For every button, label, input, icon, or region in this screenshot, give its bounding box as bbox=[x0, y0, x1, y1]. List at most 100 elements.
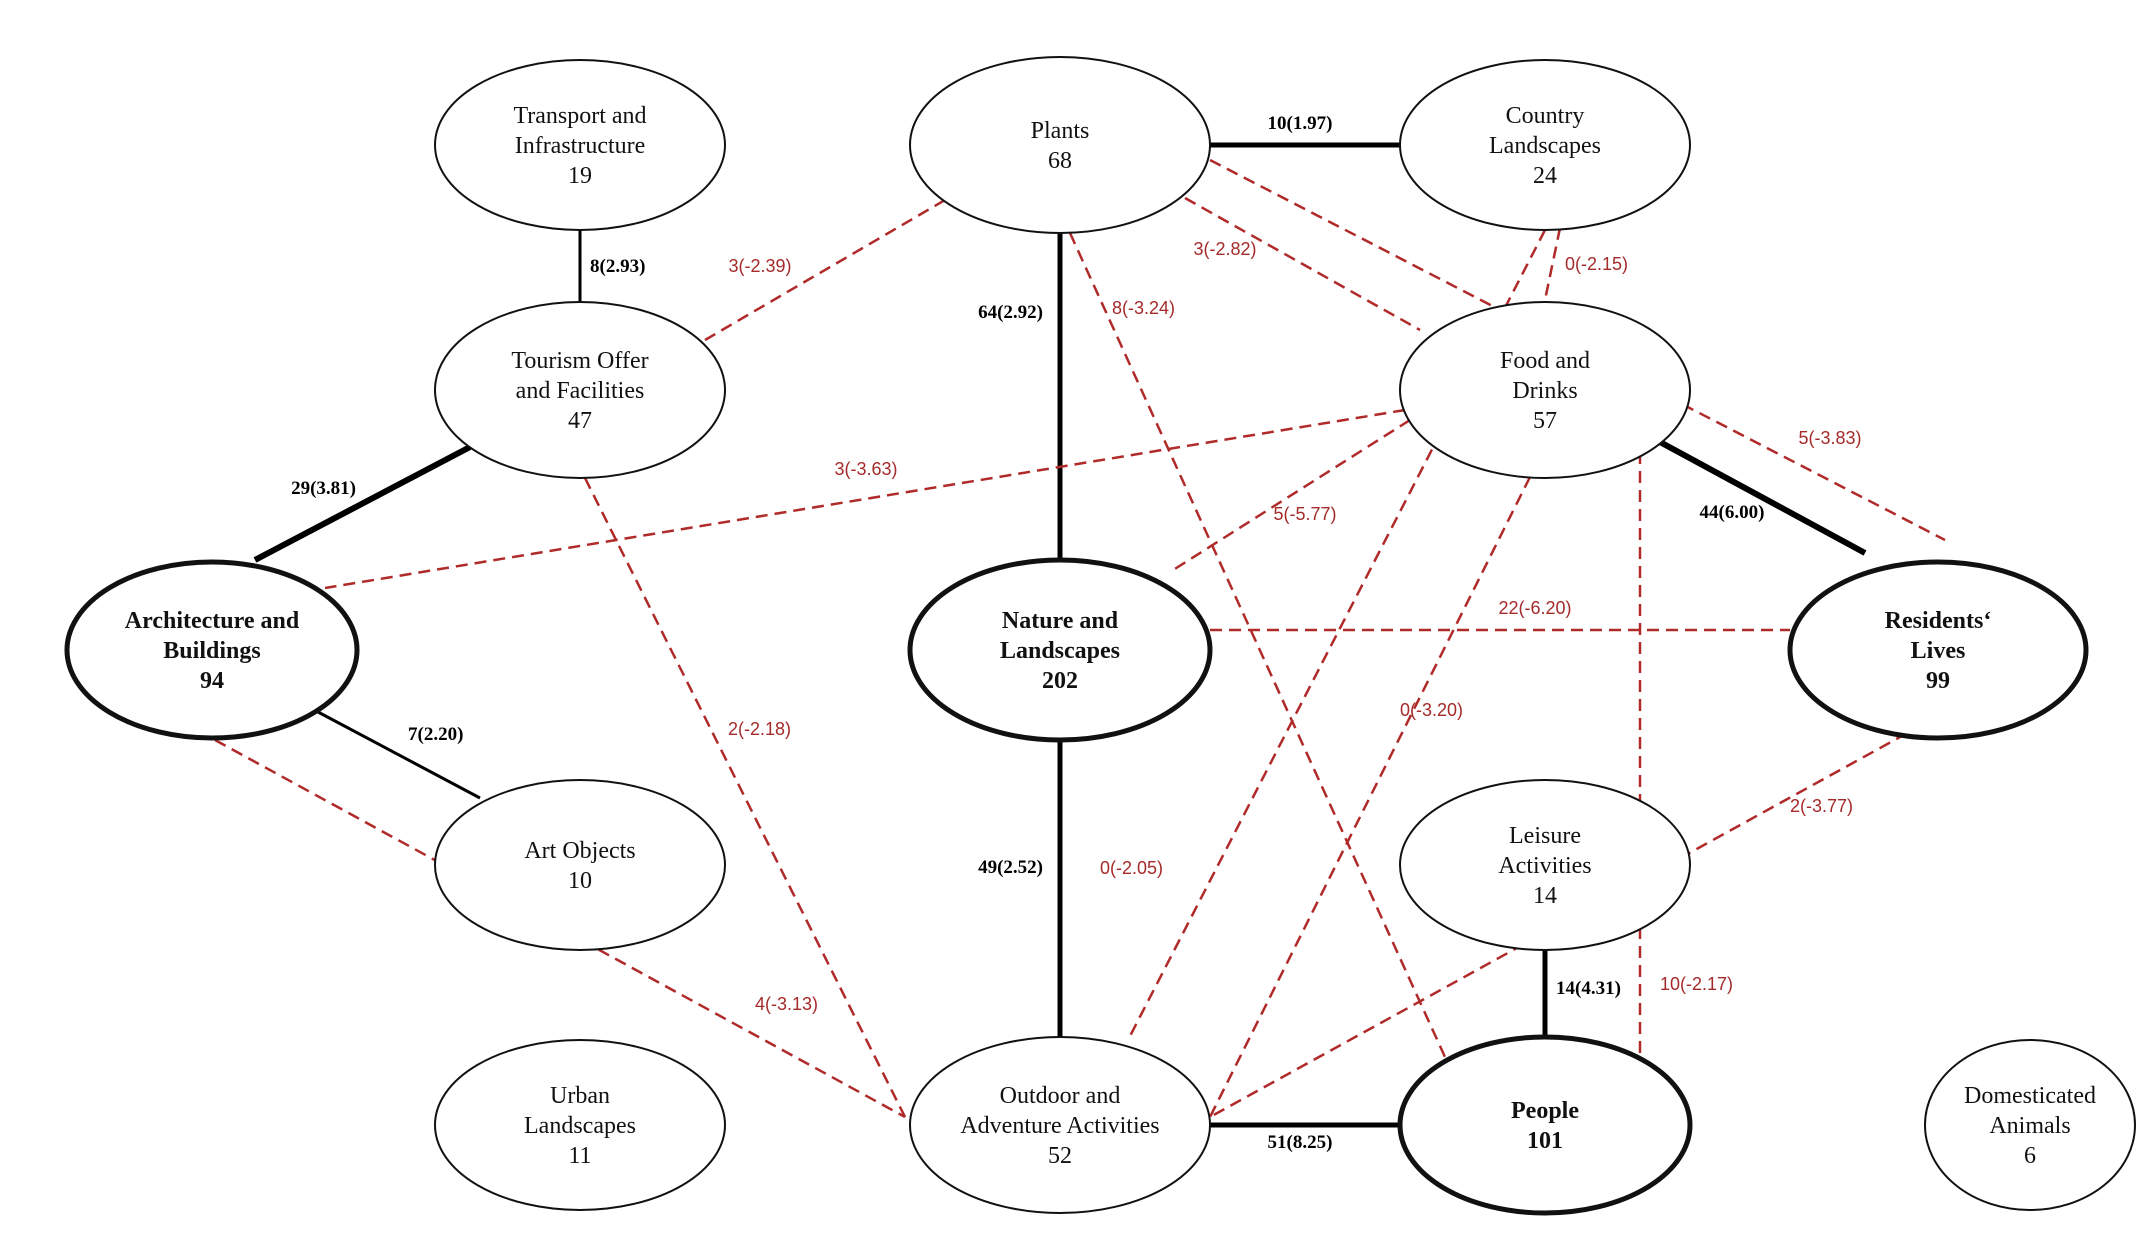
edge-label-nature-residents: 22(-6.20) bbox=[1498, 598, 1571, 618]
node-label-country-line-2: 24 bbox=[1533, 163, 1557, 189]
node-ellipse-leisure bbox=[1399, 779, 1691, 951]
node-label-tourism-line-0: Tourism Offer bbox=[511, 348, 648, 374]
node-label-leisure-line-2: 14 bbox=[1533, 883, 1557, 909]
edge-label-architecture-art: 7(2.20) bbox=[408, 724, 463, 745]
node-label-residents-line-0: Residents‘ bbox=[1885, 608, 1992, 634]
node-ellipse-country bbox=[1399, 59, 1691, 231]
node-label-architecture-line-1: Buildings bbox=[163, 638, 260, 664]
edge-label-food-outdoor: 0(-3.20) bbox=[1400, 700, 1463, 720]
node-label-residents-line-1: Lives bbox=[1911, 638, 1966, 664]
node-ellipse-tourism bbox=[434, 301, 726, 479]
edge-label-transport-tourism: 8(2.93) bbox=[590, 256, 645, 277]
node-ellipse-plants bbox=[909, 56, 1211, 234]
edge-label-plants-people: 8(-3.24) bbox=[1112, 298, 1175, 318]
edge-residents-outdoor bbox=[1209, 713, 1941, 1119]
edge-plants-tourism bbox=[704, 198, 946, 342]
node-ellipse-outdoor bbox=[909, 1036, 1211, 1214]
node-label-people-line-1: 101 bbox=[1527, 1128, 1563, 1154]
edge-label-plants-country: 10(1.97) bbox=[1268, 113, 1333, 134]
edge-label-residents-outdoor: 2(-3.77) bbox=[1790, 796, 1853, 816]
node-ellipse-people bbox=[1397, 1034, 1693, 1216]
node-residents: Residents‘ Lives 99 bbox=[1787, 559, 2089, 741]
node-tourism: Tourism Offer and Facilities 47 bbox=[434, 301, 726, 479]
edge-plants-residents bbox=[1209, 158, 1946, 542]
edge-label-plants-residents: 5(-3.83) bbox=[1798, 428, 1861, 448]
node-label-leisure-line-1: Activities bbox=[1498, 853, 1591, 879]
node-label-outdoor-line-1: Adventure Activities bbox=[960, 1113, 1159, 1139]
node-label-art-line-1: 10 bbox=[568, 868, 592, 894]
edge-architecture-outdoor bbox=[214, 738, 906, 1119]
edge-label-country-outdoor: 0(-2.05) bbox=[1100, 858, 1163, 878]
node-label-urban-line-1: Landscapes bbox=[524, 1113, 636, 1139]
node-label-people-line-0: People bbox=[1511, 1098, 1579, 1124]
edge-label-food-nature: 5(-5.77) bbox=[1273, 504, 1336, 524]
node-label-tourism-line-1: and Facilities bbox=[516, 378, 645, 404]
edge-label-plants-nature: 64(2.92) bbox=[978, 302, 1043, 323]
edge-label-plants-food: 3(-2.82) bbox=[1193, 239, 1256, 259]
node-label-architecture-line-0: Architecture and bbox=[125, 608, 300, 634]
edge-tourism-architecture bbox=[253, 444, 472, 563]
node-label-food-line-0: Food and bbox=[1500, 348, 1590, 374]
node-label-domesticated-line-2: 6 bbox=[2024, 1143, 2036, 1169]
edge-label-food-residents: 44(6.00) bbox=[1700, 502, 1765, 523]
node-label-urban-line-2: 11 bbox=[568, 1143, 591, 1169]
node-ellipse-domesticated bbox=[1924, 1039, 2136, 1211]
node-label-food-line-2: 57 bbox=[1533, 408, 1557, 434]
edge-label-tourism-outdoor: 2(-2.18) bbox=[728, 719, 791, 739]
node-label-plants-line-1: 68 bbox=[1048, 148, 1072, 174]
node-ellipse-food bbox=[1399, 301, 1691, 479]
edge-food-residents bbox=[1658, 439, 1867, 556]
edge-label-country-food: 0(-2.15) bbox=[1565, 254, 1628, 274]
node-label-architecture-line-2: 94 bbox=[200, 668, 224, 694]
node-label-transport-line-1: Infrastructure bbox=[515, 133, 646, 159]
node-label-country-line-0: Country bbox=[1506, 103, 1585, 129]
edge-plants-food bbox=[1184, 196, 1421, 332]
node-label-leisure-line-0: Leisure bbox=[1509, 823, 1581, 849]
node-label-residents-line-2: 99 bbox=[1926, 668, 1950, 694]
node-ellipse-urban bbox=[434, 1039, 726, 1211]
node-ellipse-art bbox=[434, 779, 726, 951]
node-plants: Plants 68 bbox=[909, 56, 1211, 234]
node-people: People 101 bbox=[1397, 1034, 1693, 1216]
node-label-nature-line-1: Landscapes bbox=[1000, 638, 1120, 664]
node-label-transport-line-2: 19 bbox=[568, 163, 592, 189]
node-label-transport-line-0: Transport and bbox=[513, 103, 646, 129]
node-label-domesticated-line-1: Animals bbox=[1989, 1113, 2070, 1139]
node-label-urban-line-0: Urban bbox=[550, 1083, 610, 1109]
node-label-nature-line-0: Nature and bbox=[1002, 608, 1119, 634]
edge-label-food-architecture: 3(-3.63) bbox=[834, 459, 897, 479]
edge-food-outdoor bbox=[1208, 476, 1532, 1118]
node-label-nature-line-2: 202 bbox=[1042, 668, 1078, 694]
node-art: Art Objects 10 bbox=[434, 779, 726, 951]
edge-tourism-outdoor bbox=[583, 477, 907, 1118]
node-label-art-line-0: Art Objects bbox=[524, 838, 635, 864]
node-label-domesticated-line-0: Domesticated bbox=[1964, 1083, 2096, 1109]
edge-country-food bbox=[1543, 227, 1562, 301]
node-ellipse-transport bbox=[434, 59, 726, 231]
node-label-outdoor-line-2: 52 bbox=[1048, 1143, 1072, 1169]
node-label-tourism-line-2: 47 bbox=[568, 408, 592, 434]
edge-label-leisure-people: 14(4.31) bbox=[1556, 978, 1621, 999]
edge-architecture-art bbox=[317, 710, 481, 800]
edge-label-food-people: 10(-2.17) bbox=[1660, 974, 1733, 994]
edges-layer bbox=[214, 142, 1946, 1128]
node-label-country-line-1: Landscapes bbox=[1489, 133, 1601, 159]
node-label-food-line-1: Drinks bbox=[1512, 378, 1577, 404]
edge-label-tourism-architecture: 29(3.81) bbox=[291, 478, 356, 499]
node-ellipse-residents bbox=[1787, 559, 2089, 741]
edge-label-architecture-outdoor: 4(-3.13) bbox=[755, 994, 818, 1014]
node-ellipse-nature bbox=[907, 557, 1213, 743]
node-label-plants-line-0: Plants bbox=[1031, 118, 1090, 144]
edge-label-nature-outdoor: 49(2.52) bbox=[978, 857, 1043, 878]
edge-label-outdoor-people: 51(8.25) bbox=[1268, 1132, 1333, 1153]
node-ellipse-architecture bbox=[64, 559, 360, 741]
